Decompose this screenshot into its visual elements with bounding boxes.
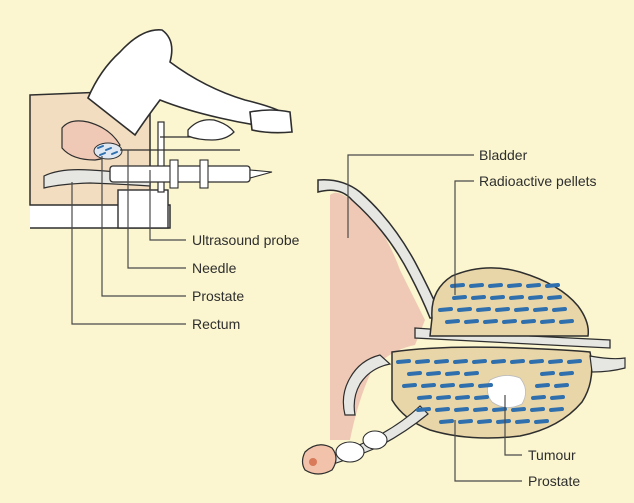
table-support [118, 190, 168, 228]
radioactive-pellet [456, 409, 467, 410]
radioactive-pellet [517, 421, 528, 422]
radioactive-pellet [428, 373, 439, 374]
radioactive-pellet [494, 409, 505, 410]
radioactive-pellet [509, 285, 520, 286]
radioactive-pellet [447, 321, 458, 322]
bulb-1 [336, 442, 364, 462]
radioactive-pellet [475, 409, 486, 410]
radioactive-pellet [418, 409, 429, 410]
radioactive-pellet [485, 321, 496, 322]
radioactive-pellet [523, 321, 534, 322]
radioactive-pellet [455, 361, 466, 362]
radioactive-pellet [528, 285, 539, 286]
label-bladder: Bladder [479, 147, 528, 163]
organ-cross-section [303, 180, 626, 474]
radioactive-pellet [438, 397, 449, 398]
radioactive-pellet [471, 285, 482, 286]
meatus [309, 458, 317, 466]
radioactive-pellet [535, 309, 546, 310]
radioactive-pellet [550, 361, 561, 362]
radioactive-pellet [511, 297, 522, 298]
radioactive-pellet [437, 409, 448, 410]
radioactive-pellet [436, 361, 447, 362]
radioactive-pellet [533, 397, 544, 398]
radioactive-pellet [531, 361, 542, 362]
radioactive-pellet [552, 397, 563, 398]
radioactive-pellet [532, 409, 543, 410]
tumour [487, 375, 525, 407]
radioactive-pellet [461, 385, 472, 386]
radioactive-pellet [530, 297, 541, 298]
radioactive-pellet [447, 373, 458, 374]
bulb-2 [363, 431, 387, 449]
radioactive-pellet [480, 385, 491, 386]
radioactive-pellet [536, 421, 547, 422]
label-prostate-right: Prostate [528, 473, 580, 489]
radioactive-pellet [419, 397, 430, 398]
radioactive-pellet [554, 309, 565, 310]
radioactive-pellet [474, 361, 485, 362]
glans [303, 445, 337, 474]
patient-foot [250, 110, 292, 133]
radioactive-pellet [479, 421, 490, 422]
radioactive-pellet [551, 409, 562, 410]
radioactive-pellet [404, 385, 415, 386]
radioactive-pellet [460, 421, 471, 422]
radioactive-pellet [493, 361, 504, 362]
radioactive-pellet [473, 297, 484, 298]
radioactive-pellet [398, 361, 409, 362]
radioactive-pellet [561, 373, 572, 374]
radioactive-pellet [409, 373, 420, 374]
radioactive-pellet [556, 385, 567, 386]
radioactive-pellet [440, 309, 451, 310]
rectum-large [590, 356, 625, 372]
radioactive-pellet [547, 285, 558, 286]
radioactive-pellet [441, 421, 452, 422]
radioactive-pellet [542, 373, 553, 374]
label-tumour: Tumour [528, 447, 576, 463]
label-needle: Needle [192, 260, 237, 276]
radioactive-pellet [466, 321, 477, 322]
radioactive-pellet [459, 309, 470, 310]
radioactive-pellet [569, 361, 580, 362]
prostate-small [94, 143, 122, 159]
radioactive-pellet [452, 285, 463, 286]
radioactive-pellet [423, 385, 434, 386]
radioactive-pellet [490, 285, 501, 286]
radioactive-pellet [466, 373, 477, 374]
radioactive-pellet [497, 309, 508, 310]
radioactive-pellet [417, 361, 428, 362]
label-prostate-left: Prostate [192, 288, 244, 304]
radioactive-pellet [542, 321, 553, 322]
radioactive-pellet [516, 309, 527, 310]
gloved-hand [188, 120, 234, 140]
radioactive-pellet [549, 297, 560, 298]
prostate-upper-lobe [430, 268, 588, 336]
radioactive-pellet [492, 297, 503, 298]
radioactive-pellet [512, 361, 523, 362]
label-radioactive-pellets: Radioactive pellets [479, 173, 597, 189]
radioactive-pellet [476, 397, 487, 398]
radioactive-pellet [561, 321, 572, 322]
label-rectum: Rectum [192, 316, 240, 332]
patient-procedure-illustration [30, 30, 292, 228]
radioactive-pellet [504, 321, 515, 322]
radioactive-pellet [513, 409, 524, 410]
radioactive-pellet [537, 385, 548, 386]
radioactive-pellet [457, 397, 468, 398]
radioactive-pellet [442, 385, 453, 386]
radioactive-pellet [454, 297, 465, 298]
radioactive-pellet [478, 309, 489, 310]
label-ultrasound-probe: Ultrasound probe [192, 232, 300, 248]
radioactive-pellet [498, 421, 509, 422]
